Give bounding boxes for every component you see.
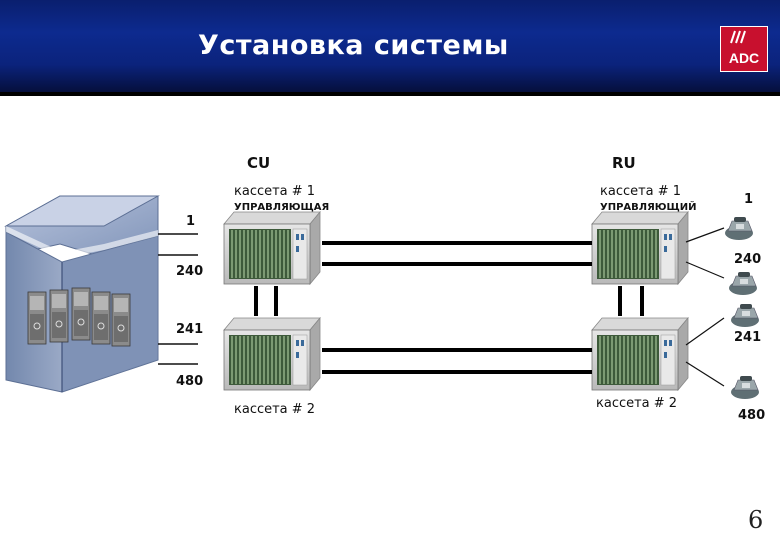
cu-ru-links	[254, 241, 644, 374]
header-rule	[0, 92, 780, 96]
cu-cassette-1-role: УПРАВЛЯЮЩАЯ	[234, 202, 330, 213]
logo-text: ADC	[729, 50, 759, 66]
cu-cassette-1-label: кассета # 1	[234, 184, 316, 199]
cu-cassette-2	[223, 317, 321, 391]
telephone-icon	[728, 271, 758, 296]
cu-cassette-1	[223, 211, 321, 285]
page-number: 6	[748, 506, 764, 534]
adc-logo-icon: ADC	[720, 26, 768, 72]
right-channel-number: 480	[738, 408, 766, 423]
building-links	[158, 233, 198, 365]
ru-cassette-2	[591, 317, 689, 391]
ru-cassette-1-label: кассета # 1	[600, 184, 682, 199]
ru-cassette-1	[591, 211, 689, 285]
cu-label: CU	[247, 154, 271, 172]
right-channel-number: 1	[744, 192, 754, 207]
phone-lines	[685, 227, 725, 387]
ru-label: RU	[612, 154, 636, 172]
server-cabinet-icon	[27, 287, 131, 347]
telephone-icon	[730, 375, 760, 400]
right-channel-number: 240	[734, 252, 762, 267]
left-channel-number: 1	[186, 214, 196, 229]
ru-cassette-1-role: УПРАВЛЯЮЩИЙ	[600, 202, 697, 213]
building-icon	[4, 195, 160, 393]
ru-cassette-2-label: кассета # 2	[596, 396, 678, 411]
cu-cassette-2-label: кассета # 2	[234, 402, 316, 417]
header-bar	[0, 0, 780, 92]
left-channel-number: 241	[176, 322, 204, 337]
telephone-icon	[724, 216, 754, 241]
page-title: Установка системы	[198, 30, 509, 61]
left-channel-number: 240	[176, 264, 204, 279]
telephone-icon	[730, 303, 760, 328]
right-channel-number: 241	[734, 330, 762, 345]
left-channel-number: 480	[176, 374, 204, 389]
